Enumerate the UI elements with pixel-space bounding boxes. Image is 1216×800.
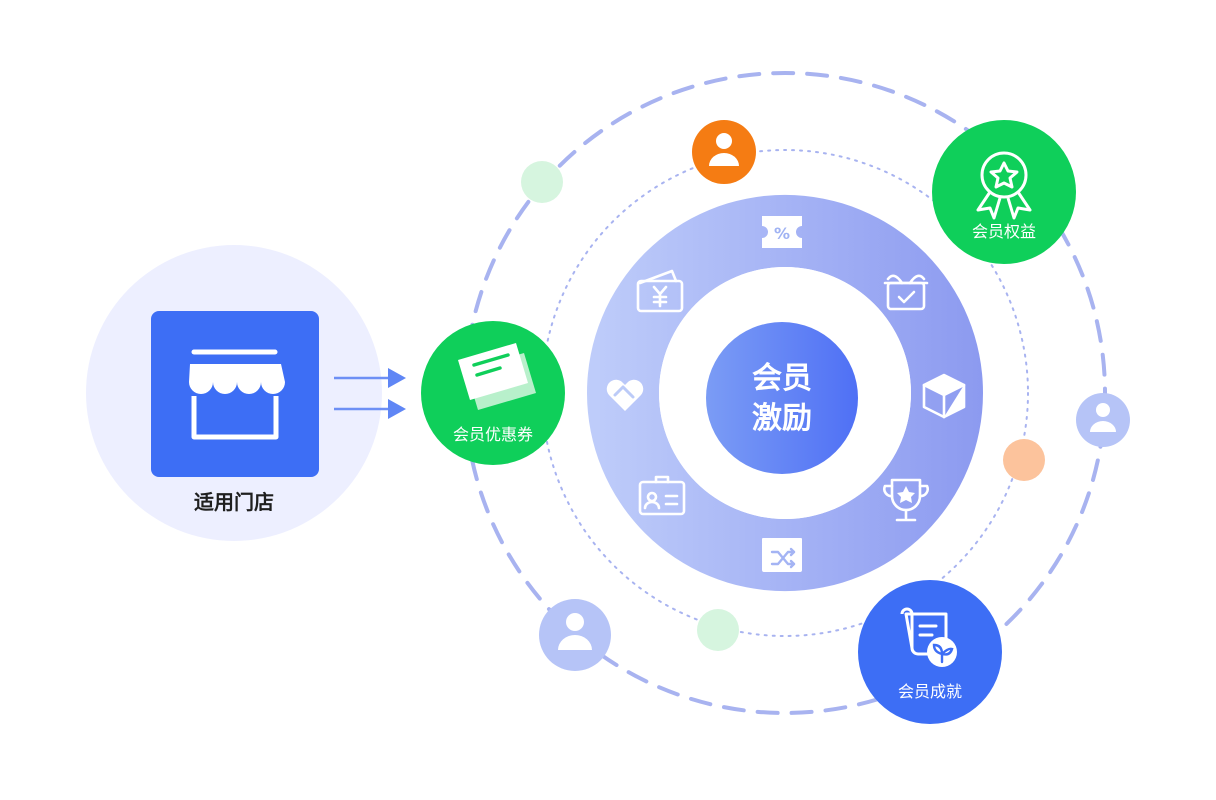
member-achievement-node: 会员成就 bbox=[858, 580, 1002, 724]
coupon-ticket-icon bbox=[458, 343, 536, 410]
decor-dot-green bbox=[521, 161, 563, 203]
member-coupon-label: 会员优惠券 bbox=[453, 425, 533, 444]
inner-orbit bbox=[541, 149, 1029, 637]
member-rights-node: 会员权益 bbox=[932, 120, 1076, 264]
heart-hand-icon bbox=[606, 379, 644, 411]
user-icon bbox=[558, 613, 592, 650]
box-icon bbox=[922, 373, 966, 419]
certificate-sprout-icon bbox=[900, 607, 957, 667]
member-coupon-node: 会员优惠券 bbox=[421, 321, 565, 465]
core-circle bbox=[706, 322, 858, 474]
percent-coupon-icon: % bbox=[762, 216, 802, 248]
user-icon bbox=[1090, 403, 1116, 432]
avatar-orange bbox=[692, 120, 756, 184]
flow-arrows bbox=[334, 368, 406, 419]
store-tile bbox=[151, 311, 319, 477]
shuffle-card-icon bbox=[762, 538, 802, 572]
trophy-icon bbox=[883, 478, 929, 522]
yuan-wallet-icon bbox=[636, 269, 684, 313]
svg-text:%: % bbox=[774, 224, 790, 243]
avatar-lavender bbox=[539, 599, 611, 671]
id-card-icon bbox=[638, 475, 686, 516]
store-label: 适用门店 bbox=[194, 490, 274, 514]
avatar-lavender bbox=[1076, 393, 1130, 447]
decor-dot-peach bbox=[1003, 439, 1045, 481]
award-medal-icon bbox=[976, 151, 1032, 220]
member-achievement-label: 会员成就 bbox=[898, 682, 962, 701]
user-icon bbox=[709, 133, 739, 166]
decor-dot-green bbox=[697, 609, 739, 651]
core-title-line2: 激励 bbox=[752, 401, 812, 436]
store-icon bbox=[189, 349, 285, 440]
core-title-line1: 会员 bbox=[752, 361, 812, 396]
member-rights-label: 会员权益 bbox=[972, 222, 1036, 241]
gift-check-icon bbox=[883, 274, 929, 311]
